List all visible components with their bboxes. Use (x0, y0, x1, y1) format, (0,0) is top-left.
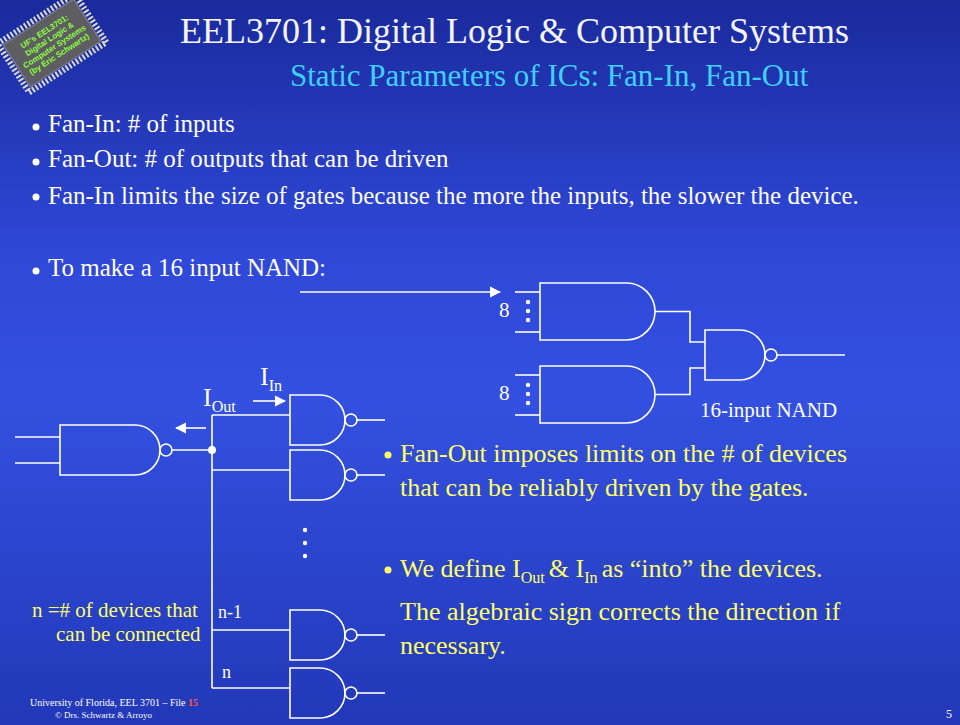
bullet-text: Fan-Out imposes limits on the # of devic… (400, 437, 855, 505)
gate-index: n-1 (218, 602, 242, 623)
bullet-dots (385, 452, 392, 574)
current-label: IOut (203, 383, 236, 416)
current-label: In (269, 377, 282, 394)
gate-index: n (222, 662, 231, 683)
ellipsis-dots (208, 300, 530, 558)
slide-subtitle: Static Parameters of ICs: Fan-In, Fan-Ou… (290, 58, 808, 94)
note-text: n =# of devices that can be connected (32, 598, 206, 646)
current-label: Out (212, 398, 236, 415)
gate-label: 16-input NAND (700, 398, 837, 423)
bullet-dots (33, 124, 40, 275)
bullet-text: We defineIOut&IInas “into” the devices. … (400, 552, 855, 663)
page-number: 5 (946, 707, 952, 722)
bullet-text: To make a 16 input NAND: (48, 254, 326, 282)
footer-text: 15 (188, 697, 198, 708)
bullet-text: In (584, 569, 597, 586)
bullet-text: Fan-Out: # of outputs that can be driven (48, 145, 449, 173)
logo-text: UF's EEL3701: Digital Logic & Computer S… (10, 7, 93, 79)
bullet-text: Out (521, 569, 545, 586)
bullet-text: & (549, 554, 569, 583)
footer-text: University of Florida, EEL 3701 – File15 (30, 697, 198, 708)
slide-title: EEL3701: Digital Logic & Computer System… (180, 10, 849, 52)
current-label: I (260, 362, 269, 391)
bullet-text: We define (400, 554, 505, 583)
bullet-text: I (576, 554, 585, 583)
input-count: 8 (499, 298, 510, 323)
bullet-text: Fan-In: # of inputs (48, 110, 235, 138)
current-label: IIn (260, 362, 282, 395)
footer-text: University of Florida, EEL 3701 – File (30, 697, 185, 708)
logo-chip (0, 0, 106, 92)
bullet-text: I (512, 554, 521, 583)
current-label: I (203, 383, 212, 412)
footer-text: © Drs. Schwartz & Arroyo (55, 710, 152, 720)
input-count: 8 (499, 381, 510, 406)
bullet-text: Fan-In limits the size of gates because … (48, 180, 938, 212)
